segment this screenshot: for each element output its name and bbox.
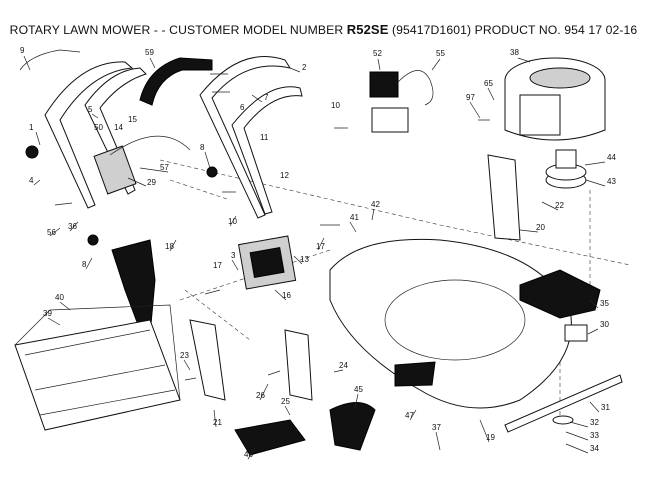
callout: 56 [47, 228, 56, 237]
blade [504, 374, 623, 433]
callout: 39 [43, 309, 52, 318]
callout: 8 [82, 260, 87, 269]
callout: 22 [555, 201, 564, 210]
callout: 36 [68, 222, 77, 231]
callout: 30 [600, 320, 609, 329]
callout: 34 [590, 444, 599, 453]
leader-lines [23, 55, 606, 460]
cutter-deck [329, 238, 572, 409]
title-prefix: ROTARY LAWN MOWER - - CUSTOMER MODEL NUM… [9, 23, 344, 37]
deck-wash-port [394, 361, 436, 387]
callout: 50 [94, 123, 103, 132]
engine-control-cable [93, 135, 191, 195]
callout: 2 [302, 63, 307, 72]
callout: 17 [213, 261, 222, 270]
callout: 21 [213, 418, 222, 427]
wing-knob [25, 145, 39, 159]
engine [504, 57, 606, 141]
callout: 47 [405, 411, 414, 420]
callout: 35 [600, 299, 609, 308]
drive-bracket [487, 154, 521, 241]
height-adjuster-left [189, 319, 226, 401]
diagram-title: ROTARY LAWN MOWER - - CUSTOMER MODEL NUM… [0, 22, 647, 37]
callout: 18 [165, 242, 174, 251]
deck-opening [384, 279, 526, 361]
callout: 12 [280, 171, 289, 180]
callout: 1 [29, 123, 34, 132]
callout: 6 [240, 103, 245, 112]
callout: 52 [373, 49, 382, 58]
callout: 41 [350, 213, 359, 222]
upper-handle [199, 56, 303, 219]
side-discharge-bracket [284, 329, 313, 401]
pulley [545, 149, 587, 189]
battery [371, 107, 409, 133]
wheel-drive-housing [519, 269, 601, 319]
callout: 38 [510, 48, 519, 57]
callout: 40 [55, 293, 64, 302]
callout: 23 [180, 351, 189, 360]
callout: 65 [484, 79, 493, 88]
title-suffix: (95417D1601) PRODUCT NO. 954 17 02-16 [391, 23, 638, 37]
callout: 31 [601, 403, 610, 412]
callout: 7 [264, 93, 269, 102]
callout: 5 [88, 105, 93, 114]
model-number: R52SE [346, 22, 389, 37]
callout: 19 [486, 433, 495, 442]
callout: 42 [371, 200, 380, 209]
callout: 25 [281, 397, 290, 406]
callout-labels: 9 59 2 52 55 38 65 97 7 5 50 14 15 6 10 … [20, 46, 616, 459]
rear-skirt [234, 419, 306, 456]
callout: 29 [147, 178, 156, 187]
foam-grip [139, 57, 213, 106]
callout: 15 [128, 115, 137, 124]
callout: 26 [256, 391, 265, 400]
callout: 20 [536, 223, 545, 232]
callout: 4 [29, 176, 34, 185]
grass-deflector-door [237, 235, 297, 290]
callout: 57 [160, 163, 169, 172]
charger-cord [397, 70, 434, 106]
callout: 11 [260, 133, 269, 142]
grass-bag [14, 304, 181, 431]
callout: 3 [231, 251, 236, 260]
callout: 45 [354, 385, 363, 394]
control-bar [19, 49, 81, 71]
callout: 24 [339, 361, 348, 370]
battery-charger [369, 71, 399, 98]
lower-handle [44, 61, 147, 209]
blade-washer [552, 415, 574, 425]
callout: 9 [20, 46, 25, 55]
callout: 37 [432, 423, 441, 432]
callout: 46 [244, 450, 253, 459]
bolts [54, 73, 490, 381]
mulch-plug [329, 402, 376, 451]
callout: 13 [300, 255, 309, 264]
callout: 10 [331, 101, 340, 110]
handle-knob-2 [206, 166, 218, 178]
callout: 32 [590, 418, 599, 427]
handle-knob [87, 234, 99, 246]
callout: 17 [316, 242, 325, 251]
callout: 16 [282, 291, 291, 300]
callout: 8 [200, 143, 205, 152]
callout: 55 [436, 49, 445, 58]
callout: 33 [590, 431, 599, 440]
callout: 14 [114, 123, 123, 132]
callout: 44 [607, 153, 616, 162]
blade-adapter [564, 324, 588, 342]
callout: 97 [466, 93, 475, 102]
callout: 43 [607, 177, 616, 186]
callout: 59 [145, 48, 154, 57]
